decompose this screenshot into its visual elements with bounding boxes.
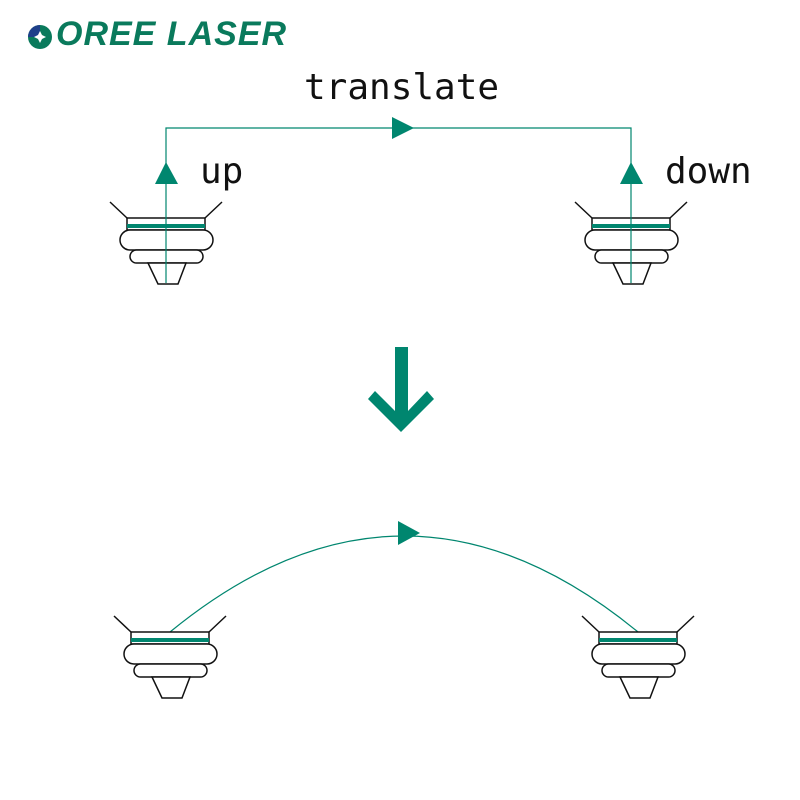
up-label: up	[200, 151, 244, 192]
big-down-arrow-icon	[368, 347, 434, 432]
nozzle-left-bottom	[113, 615, 227, 699]
logo-text: OREE LASER	[56, 15, 288, 53]
arc-arrow-icon	[398, 521, 420, 545]
translate-label: translate	[304, 67, 500, 108]
up-arrow-icon	[155, 162, 178, 184]
down-side-arrow-icon	[620, 162, 643, 184]
nozzle-right-bottom	[581, 615, 695, 699]
logo-mark-icon	[28, 25, 52, 49]
down-label: down	[665, 151, 752, 192]
right-arrow-icon	[392, 117, 414, 139]
arc-path	[169, 535, 639, 633]
